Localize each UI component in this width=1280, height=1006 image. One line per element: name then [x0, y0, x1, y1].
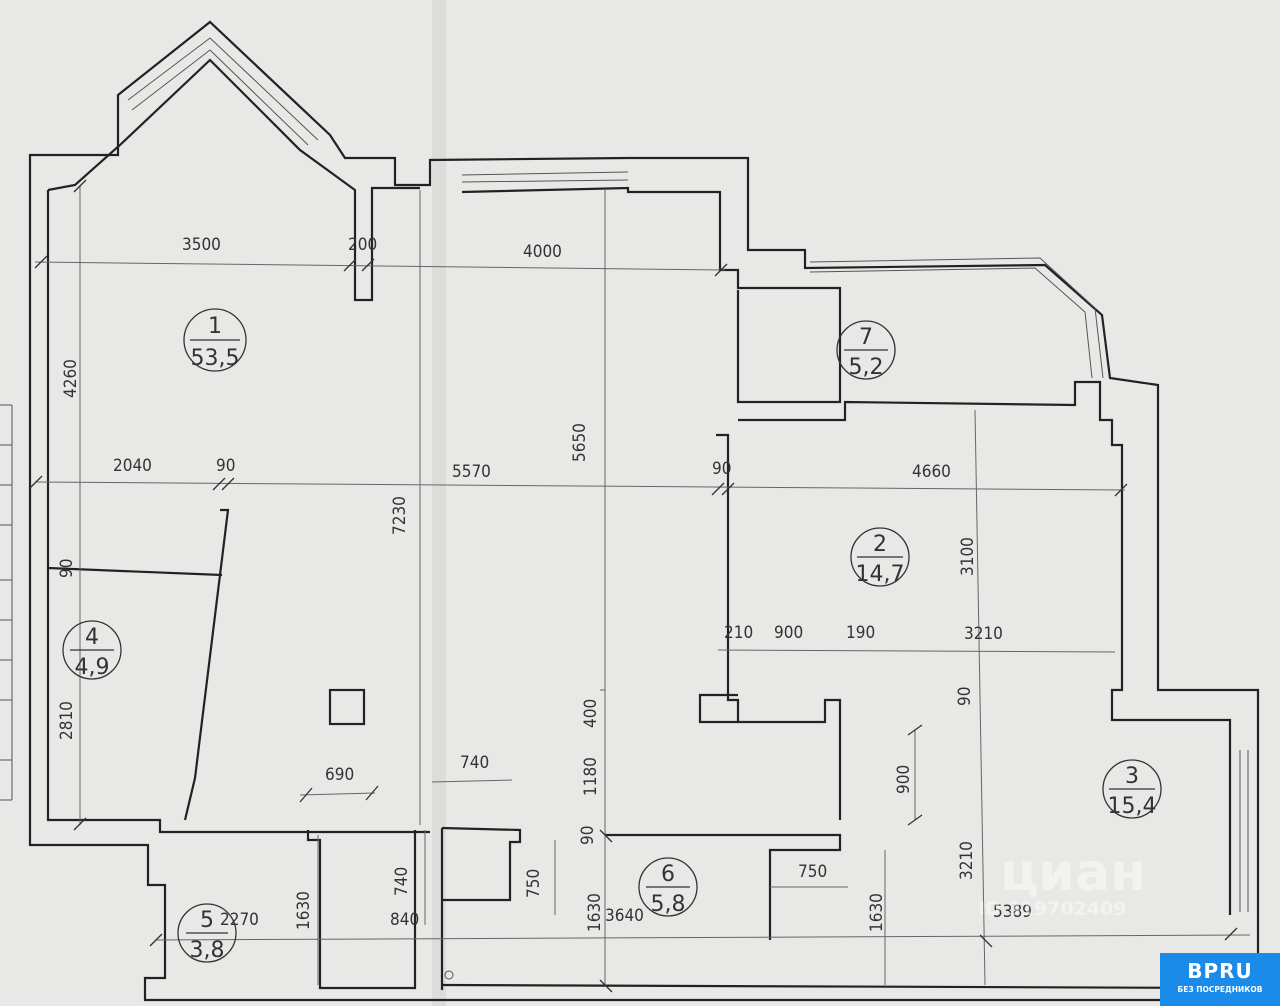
badge-brand: BPRU [1187, 959, 1253, 983]
dimension-label: 2270 [220, 910, 259, 930]
dimension-label: 3210 [957, 841, 977, 880]
dimension-label: 210 [724, 623, 753, 643]
room-number: 6 [661, 862, 675, 887]
room-number: 3 [1125, 764, 1139, 789]
dimension-label: 1630 [867, 893, 887, 932]
dimension-label: 90 [578, 826, 598, 845]
vertical-dimensions: 4260 5650 7230 3100 90 2810 400 1180 900… [57, 359, 978, 932]
margin-strip [0, 404, 13, 801]
dimension-label: 400 [581, 699, 601, 728]
dimension-label: 740 [460, 753, 489, 773]
dimension-label: 90 [955, 687, 975, 706]
dimension-label: 2040 [113, 456, 152, 476]
room-1-label: 1 53,5 [183, 308, 247, 372]
room-4-label: 4 4,9 [62, 620, 122, 680]
room-area: 5,8 [651, 892, 686, 917]
room-6-label: 6 5,8 [638, 857, 698, 917]
dimension-label: 4260 [61, 359, 81, 398]
dimension-label: 5570 [452, 462, 491, 482]
dimension-label: 1630 [294, 891, 314, 930]
dimension-label: 5389 [993, 902, 1032, 922]
horizontal-dimensions: 3500 200 4000 2040 90 5570 90 4660 210 9… [113, 235, 1032, 930]
dimension-label: 900 [774, 623, 803, 643]
room-number: 4 [85, 625, 99, 650]
dimension-label: 3210 [964, 624, 1003, 644]
room-area: 5,2 [849, 355, 884, 380]
dimension-label: 3500 [182, 235, 221, 255]
room-area: 3,8 [190, 938, 225, 963]
room-area: 14,7 [856, 562, 905, 587]
dimension-label: 3640 [605, 906, 644, 926]
room-area: 53,5 [191, 346, 240, 371]
dimension-label: 90 [712, 459, 731, 479]
room-5-label: 5 3,8 [177, 903, 237, 963]
watermark-brand: циан [1000, 843, 1146, 903]
room-number: 1 [208, 314, 222, 339]
dimension-label: 4660 [912, 462, 951, 482]
dimension-label: 200 [348, 235, 377, 255]
dimension-label: 7230 [390, 496, 410, 535]
room-area: 4,9 [75, 655, 110, 680]
dimension-label: 750 [524, 869, 544, 898]
dimension-label: 1180 [581, 757, 601, 796]
room-3-label: 3 15,4 [1102, 759, 1162, 819]
dimension-lines [29, 179, 1251, 993]
dimension-label: 4000 [523, 242, 562, 262]
dimension-label: 750 [798, 862, 827, 882]
dimension-label: 740 [392, 867, 412, 896]
dimension-label: 5650 [570, 423, 590, 462]
dimension-label: 90 [216, 456, 235, 476]
dimension-label: 840 [390, 910, 419, 930]
room-area: 15,4 [1108, 794, 1157, 819]
room-2-label: 2 14,7 [850, 527, 910, 587]
room-7-label: 7 5,2 [836, 320, 896, 380]
paper-fold [432, 0, 446, 1006]
room-number: 2 [873, 532, 887, 557]
bpru-badge: BPRU БЕЗ ПОСРЕДНИКОВ [1160, 953, 1280, 1006]
dimension-label: 1630 [585, 893, 605, 932]
watermark-id: ID 319702409 [978, 898, 1126, 920]
dimension-label: 3100 [958, 537, 978, 576]
dimension-label: 900 [894, 765, 914, 794]
cian-watermark: циан ID 319702409 [978, 843, 1146, 920]
dimension-label: 2810 [57, 701, 77, 740]
dimension-label: 690 [325, 765, 354, 785]
dimension-label: 190 [846, 623, 875, 643]
walls [28, 20, 1260, 1002]
badge-tagline: БЕЗ ПОСРЕДНИКОВ [1177, 985, 1263, 994]
dimension-label: 90 [57, 559, 77, 578]
room-number: 7 [859, 325, 873, 350]
room-number: 5 [200, 908, 214, 933]
